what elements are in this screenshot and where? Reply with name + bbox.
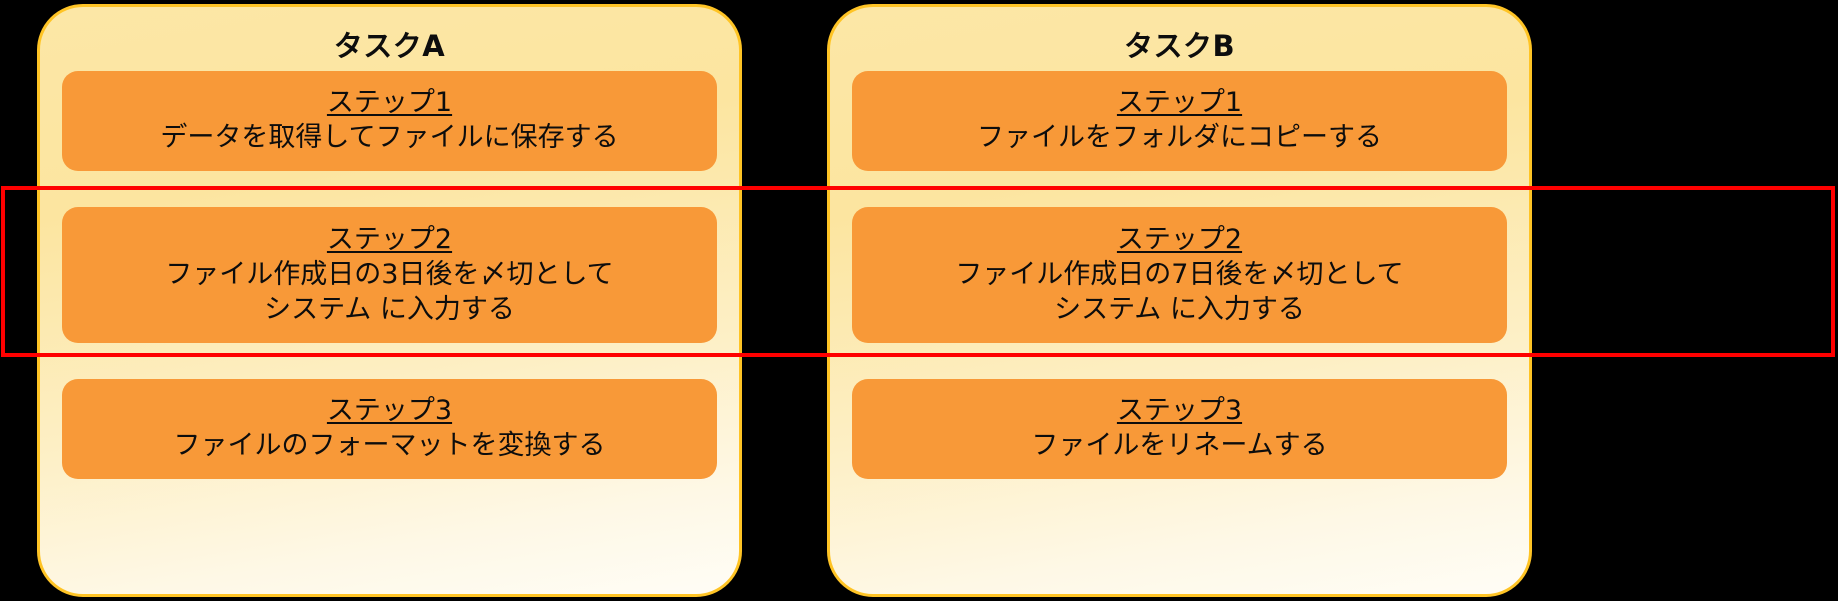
task-b-step-3-desc-line-1: ファイルをリネームする [1031,430,1328,462]
task-b-step-1[interactable]: ステップ1 ファイルをフォルダにコピーする [852,70,1507,171]
task-a-step-1[interactable]: ステップ1 データを取得してファイルに保存する [62,70,717,171]
task-a-step-2-label: ステップ2 [326,223,453,255]
task-a-step-2-desc-line-2: システム に入力する [264,293,515,325]
task-b-step-2-desc-line-1: ファイル作成日の7日後を〆切として [955,258,1404,290]
task-b-step-2-desc-line-2: システム に入力する [1054,293,1305,325]
task-b-step-1-desc-line-1: ファイルをフォルダにコピーする [977,122,1382,154]
task-a-steps: ステップ1 データを取得してファイルに保存する ステップ2 ファイル作成日の3日… [40,70,739,594]
task-a-step-2-desc-line-1: ファイル作成日の3日後を〆切として [165,258,614,290]
task-b-step-3-label: ステップ3 [1116,395,1243,427]
task-a-title: タスクA [333,29,446,63]
task-a-step-3-label: ステップ3 [326,395,453,427]
task-b-step-2[interactable]: ステップ2 ファイル作成日の7日後を〆切として システム に入力する [852,206,1507,343]
task-b-step-2-label: ステップ2 [1116,223,1243,255]
task-a-step-2[interactable]: ステップ2 ファイル作成日の3日後を〆切として システム に入力する [62,206,717,343]
task-a-step-3[interactable]: ステップ3 ファイルのフォーマットを変換する [62,378,717,479]
task-a-step-1-label: ステップ1 [326,87,453,119]
task-a-step-3-desc-line-1: ファイルのフォーマットを変換する [173,430,606,462]
task-a-step-1-desc-line-1: データを取得してファイルに保存する [160,122,619,154]
task-card-a: タスクA ステップ1 データを取得してファイルに保存する ステップ2 ファイル作… [37,4,742,597]
task-b-step-3[interactable]: ステップ3 ファイルをリネームする [852,378,1507,479]
task-b-step-1-label: ステップ1 [1116,87,1243,119]
task-b-title: タスクB [1123,29,1236,63]
task-b-steps: ステップ1 ファイルをフォルダにコピーする ステップ2 ファイル作成日の7日後を… [830,70,1529,594]
task-card-b: タスクB ステップ1 ファイルをフォルダにコピーする ステップ2 ファイル作成日… [827,4,1532,597]
